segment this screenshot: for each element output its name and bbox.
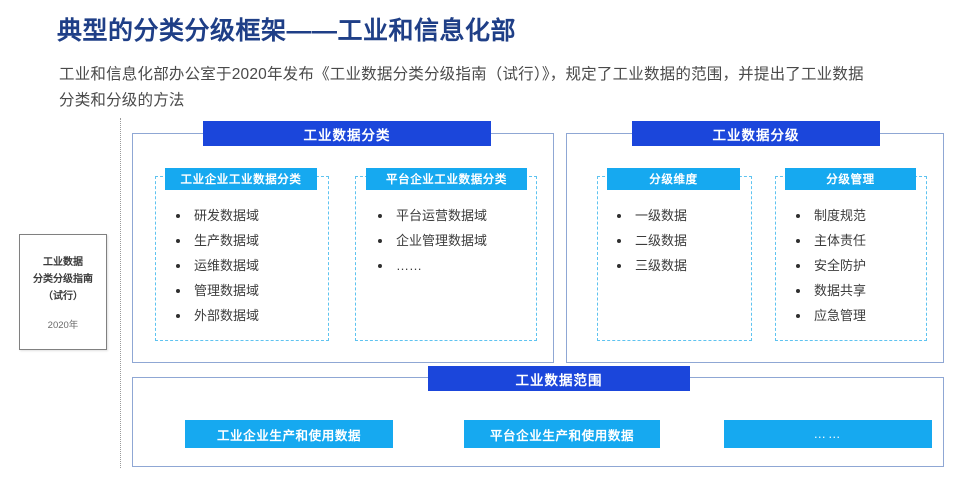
scope-chip-industrial-enterprise: 工业企业生产和使用数据 — [185, 420, 393, 448]
list-item-label: 研发数据域 — [194, 208, 260, 223]
list-item: 运维数据域 — [176, 253, 259, 278]
list-item-label: 一级数据 — [635, 208, 688, 223]
list-item: 管理数据域 — [176, 278, 259, 303]
list-industrial-enterprise-items: 研发数据域 生产数据域 运维数据域 管理数据域 外部数据域 — [176, 203, 259, 328]
list-item: 企业管理数据域 — [378, 228, 487, 253]
document-card-line-1: 工业数据 — [43, 256, 83, 268]
subpanel-grading-dimension-header: 分级维度 — [607, 168, 740, 190]
list-item-label: 应急管理 — [814, 308, 867, 323]
list-item: 生产数据域 — [176, 228, 259, 253]
subpanel-industrial-enterprise-header: 工业企业工业数据分类 — [165, 168, 317, 190]
scope-chip-label: 平台企业生产和使用数据 — [489, 428, 635, 443]
list-item: 制度规范 — [796, 203, 866, 228]
list-item-label: 安全防护 — [814, 258, 867, 273]
bullet-icon — [796, 213, 800, 218]
list-item: 数据共享 — [796, 278, 866, 303]
bullet-icon — [378, 213, 382, 218]
scope-chip-platform-enterprise: 平台企业生产和使用数据 — [464, 420, 660, 448]
bullet-icon — [796, 238, 800, 243]
list-item: 二级数据 — [617, 228, 687, 253]
list-item: 平台运营数据域 — [378, 203, 487, 228]
bullet-icon — [378, 263, 382, 268]
panel-scope-header: 工业数据范围 — [428, 366, 690, 391]
list-item-label: …… — [396, 258, 422, 273]
list-item: 外部数据域 — [176, 303, 259, 328]
bullet-icon — [176, 238, 180, 243]
document-card: 工业数据 分类分级指南 （试行） 2020年 — [19, 234, 107, 350]
list-item: 一级数据 — [617, 203, 687, 228]
panel-grading-header: 工业数据分级 — [632, 121, 880, 146]
bullet-icon — [176, 213, 180, 218]
panel-classification-header: 工业数据分类 — [203, 121, 491, 146]
list-item-label: 外部数据域 — [194, 308, 260, 323]
list-item-label: 数据共享 — [814, 283, 867, 298]
list-item-label: 生产数据域 — [194, 233, 260, 248]
page-title: 典型的分类分级框架——工业和信息化部 — [57, 17, 517, 45]
list-grading-management-items: 制度规范 主体责任 安全防护 数据共享 应急管理 — [796, 203, 866, 328]
bullet-icon — [176, 263, 180, 268]
scope-chip-label: …… — [813, 427, 843, 441]
bullet-icon — [796, 288, 800, 293]
list-item-label: 制度规范 — [814, 208, 867, 223]
list-item-label: 三级数据 — [635, 258, 688, 273]
list-item: 研发数据域 — [176, 203, 259, 228]
list-item-label: 主体责任 — [814, 233, 867, 248]
dotted-connector-line — [120, 118, 121, 468]
list-item: 安全防护 — [796, 253, 866, 278]
document-card-line-3: （试行） — [43, 290, 83, 302]
bullet-icon — [617, 213, 621, 218]
bullet-icon — [617, 263, 621, 268]
bullet-icon — [176, 288, 180, 293]
list-grading-dimension-items: 一级数据 二级数据 三级数据 — [617, 203, 687, 278]
list-platform-enterprise-items: 平台运营数据域 企业管理数据域 …… — [378, 203, 487, 278]
list-item: …… — [378, 253, 487, 278]
page-subtitle: 工业和信息化部办公室于2020年发布《工业数据分类分级指南（试行）》，规定了工业… — [59, 66, 864, 109]
document-card-year: 2020年 — [47, 319, 79, 331]
list-item-label: 二级数据 — [635, 233, 688, 248]
list-item-label: 企业管理数据域 — [396, 233, 488, 248]
list-item: 三级数据 — [617, 253, 687, 278]
list-item: 主体责任 — [796, 228, 866, 253]
list-item-label: 运维数据域 — [194, 258, 260, 273]
list-item-label: 平台运营数据域 — [396, 208, 488, 223]
subpanel-platform-enterprise-header: 平台企业工业数据分类 — [366, 168, 527, 190]
scope-chip-label: 工业企业生产和使用数据 — [216, 428, 362, 443]
bullet-icon — [796, 313, 800, 318]
list-item: 应急管理 — [796, 303, 866, 328]
bullet-icon — [617, 238, 621, 243]
subpanel-grading-management-header: 分级管理 — [785, 168, 916, 190]
bullet-icon — [378, 238, 382, 243]
list-item-label: 管理数据域 — [194, 283, 260, 298]
document-card-line-2: 分类分级指南 — [33, 273, 93, 285]
bullet-icon — [796, 263, 800, 268]
scope-chip-more: …… — [724, 420, 932, 448]
bullet-icon — [176, 313, 180, 318]
